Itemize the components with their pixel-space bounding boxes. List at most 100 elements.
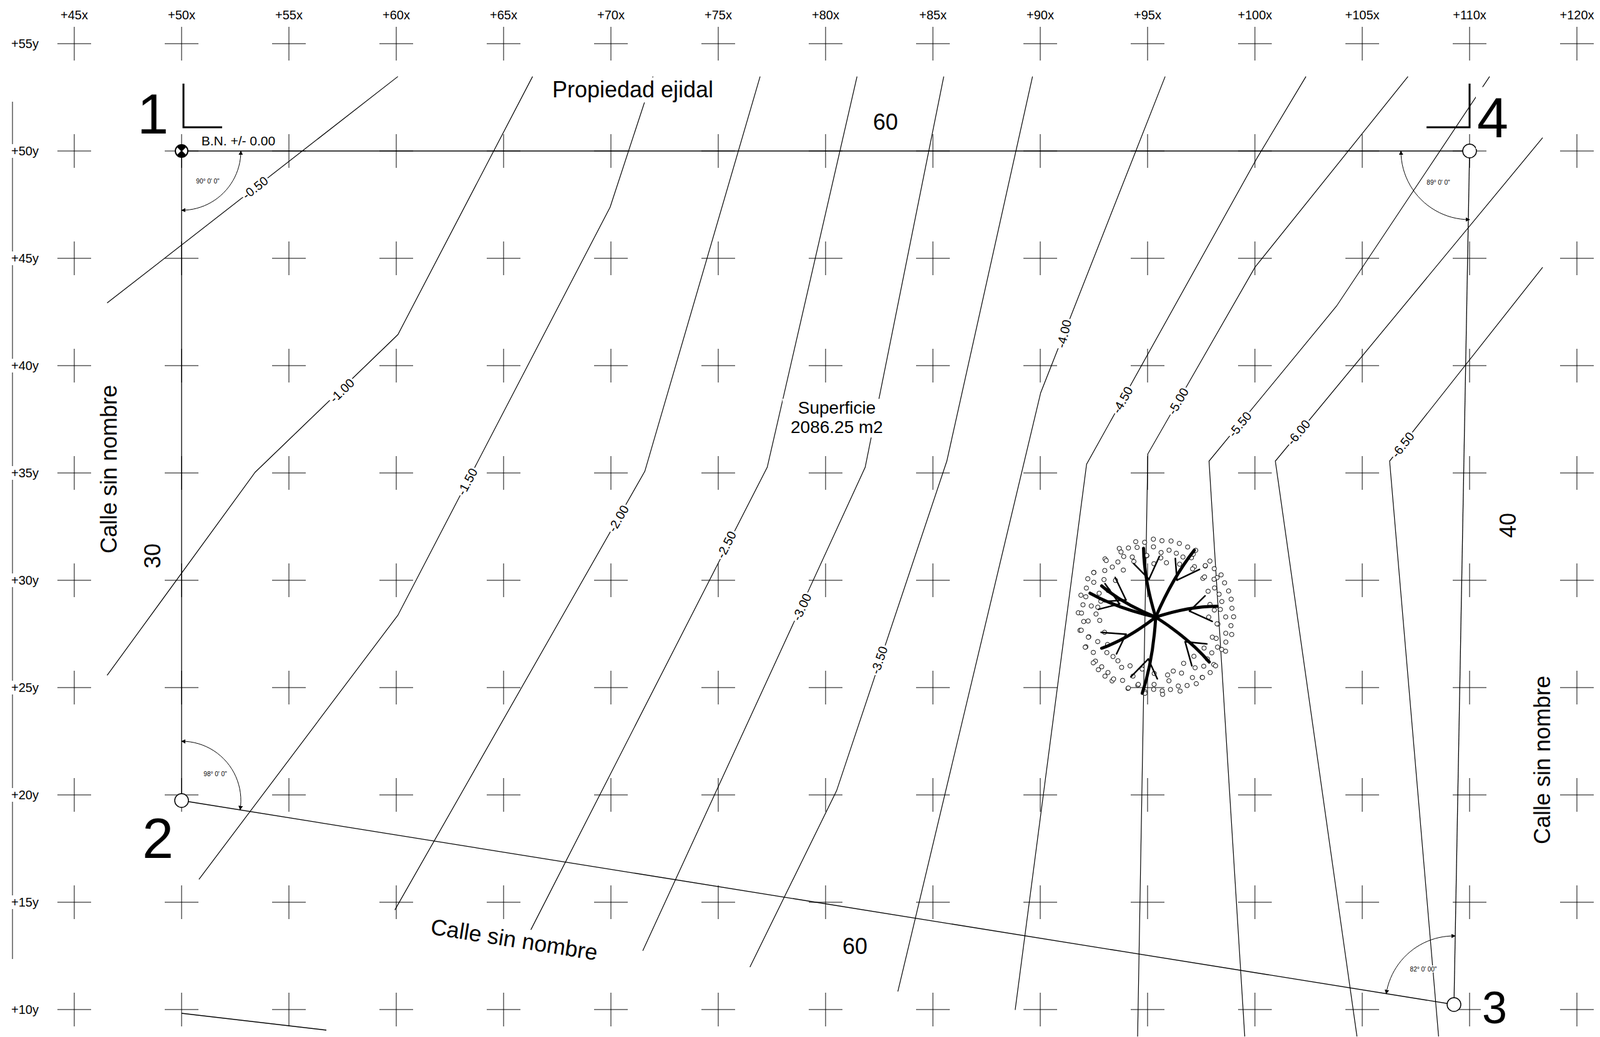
tree-leaf bbox=[1104, 650, 1109, 655]
contour-line bbox=[199, 76, 654, 880]
tree-leaf bbox=[1214, 621, 1220, 626]
axis-label: +30y bbox=[9, 573, 40, 588]
grid-cross bbox=[1560, 563, 1594, 598]
bench-mark-label: B.N. +/- 0.00 bbox=[200, 133, 277, 148]
grid-cross bbox=[272, 348, 306, 383]
grid-cross bbox=[486, 670, 521, 705]
grid-cross bbox=[486, 992, 521, 1027]
contour-line bbox=[1015, 76, 1307, 1011]
grid-cross bbox=[1560, 348, 1594, 383]
tree-leaf bbox=[1078, 628, 1084, 633]
tree-leaf bbox=[1228, 597, 1234, 602]
tree-leaf bbox=[1102, 568, 1108, 573]
contour-label: -5.50 bbox=[1224, 408, 1255, 441]
grid-cross bbox=[164, 26, 199, 61]
tree-branch bbox=[1189, 595, 1205, 611]
grid-cross bbox=[1560, 456, 1594, 490]
tree-leaf bbox=[1190, 566, 1196, 571]
grid-cross bbox=[486, 26, 521, 61]
tree-leaf bbox=[1166, 547, 1172, 553]
contour-line bbox=[1275, 137, 1543, 1037]
tree-leaf bbox=[1176, 683, 1181, 689]
tree-leaf bbox=[1083, 594, 1089, 600]
grid-cross bbox=[1452, 241, 1487, 276]
boundary-line bbox=[1453, 151, 1470, 1005]
axis-label: +120x bbox=[1558, 8, 1596, 22]
tree-leaf bbox=[1151, 544, 1156, 550]
grid-cross bbox=[808, 26, 843, 61]
tree-leaf bbox=[1120, 678, 1125, 683]
tree-branch bbox=[1185, 642, 1192, 667]
axis-label: +50y bbox=[9, 144, 40, 158]
tree-leaf bbox=[1097, 618, 1103, 623]
contour-label: -4.50 bbox=[1108, 383, 1136, 417]
grid-cross bbox=[916, 348, 950, 383]
grid-cross bbox=[1238, 348, 1272, 383]
tree-leaf bbox=[1171, 668, 1176, 674]
contour-line bbox=[642, 76, 944, 952]
grid-cross bbox=[57, 992, 92, 1027]
tree-branch bbox=[1175, 558, 1177, 581]
tree-leaf bbox=[1088, 604, 1094, 609]
grid-cross bbox=[808, 670, 843, 705]
axis-label: +65x bbox=[488, 8, 519, 22]
tree-leaf bbox=[1085, 576, 1091, 581]
tree-leaf bbox=[1091, 650, 1096, 655]
tree-leaf bbox=[1151, 682, 1157, 687]
tree-leaf bbox=[1095, 639, 1101, 644]
tree-leaf bbox=[1185, 544, 1191, 550]
grid-cross bbox=[57, 241, 92, 276]
grid-cross bbox=[594, 348, 628, 383]
grid-cross bbox=[379, 563, 414, 598]
vertex-number: 1 bbox=[136, 83, 170, 146]
tree-leaf bbox=[1223, 648, 1228, 654]
grid-cross bbox=[808, 778, 843, 812]
axis-label: +60x bbox=[381, 8, 412, 22]
tree-leaf bbox=[1091, 660, 1096, 666]
grid-cross bbox=[1023, 563, 1058, 598]
boundary-name: Propiedad ejidal bbox=[551, 77, 715, 103]
grid-cross bbox=[379, 456, 414, 490]
axis-label: +110x bbox=[1451, 8, 1488, 22]
tree-leaf bbox=[1229, 632, 1234, 637]
tree-leaf bbox=[1201, 645, 1207, 651]
grid-cross bbox=[379, 26, 414, 61]
tree-leaf bbox=[1174, 551, 1179, 556]
tree-leaf bbox=[1194, 681, 1199, 686]
tree-leaf bbox=[1151, 537, 1156, 542]
tree-leaf bbox=[1180, 554, 1186, 560]
tree-leaf bbox=[1168, 539, 1174, 544]
grid-cross bbox=[1452, 563, 1487, 598]
grid-cross bbox=[379, 885, 414, 920]
tree-leaf bbox=[1223, 640, 1229, 645]
grid-cross bbox=[1345, 563, 1380, 598]
grid-cross bbox=[1238, 778, 1272, 812]
grid-cross bbox=[1452, 670, 1487, 705]
tree-leaf bbox=[1178, 688, 1183, 694]
tree-leaf bbox=[1216, 592, 1222, 597]
grid-cross bbox=[379, 778, 414, 812]
grid-cross bbox=[272, 670, 306, 705]
axis-line bbox=[12, 101, 14, 960]
grid-cross bbox=[1560, 134, 1594, 168]
tree-leaf bbox=[1110, 654, 1116, 659]
angle-arc bbox=[181, 151, 241, 211]
grid-cross bbox=[272, 778, 306, 812]
grid-cross bbox=[1560, 992, 1594, 1027]
grid-cross bbox=[57, 670, 92, 705]
tree-leaf bbox=[1181, 661, 1186, 666]
tree-leaf bbox=[1213, 663, 1218, 669]
grid-cross bbox=[916, 992, 950, 1027]
contour-line bbox=[1389, 267, 1543, 1037]
tree-leaf bbox=[1222, 580, 1227, 586]
axis-label: +90x bbox=[1025, 8, 1056, 22]
tree-leaf bbox=[1127, 663, 1132, 669]
contour-label: -1.50 bbox=[453, 464, 481, 499]
tree-leaf bbox=[1078, 592, 1084, 598]
grid-cross bbox=[701, 992, 736, 1027]
tree-leaf bbox=[1166, 678, 1172, 684]
tree-leaf bbox=[1091, 570, 1096, 575]
bench-mark-cross bbox=[177, 146, 186, 156]
grid-cross bbox=[1130, 241, 1165, 276]
